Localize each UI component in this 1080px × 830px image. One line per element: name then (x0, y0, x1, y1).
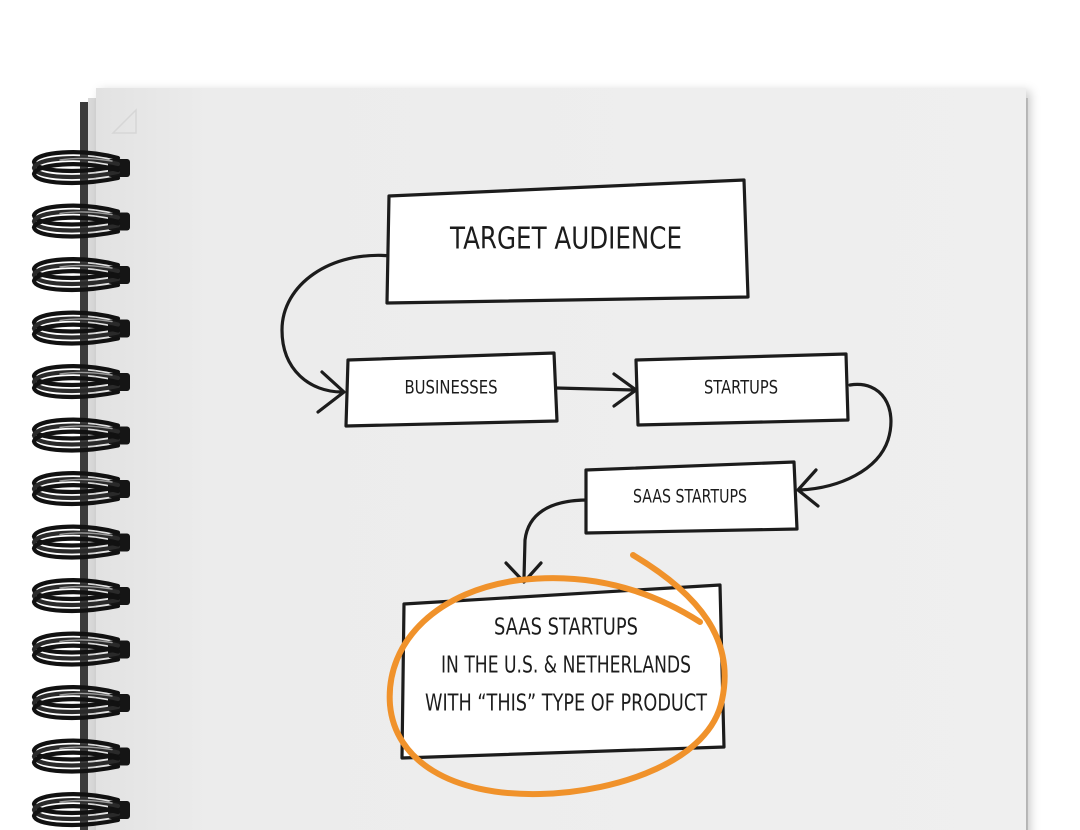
node-startups-label: STARTUPS (704, 377, 778, 399)
node-saas-startups-label: SAAS STARTUPS (633, 486, 747, 508)
node-target-audience-label: TARGET AUDIENCE (449, 222, 682, 257)
spiral-ring (31, 792, 130, 828)
page-corner-fold-icon (111, 108, 137, 134)
node-final-line-2: IN THE U.S. & NETHERLANDS (441, 653, 691, 679)
arrowhead-saas (796, 468, 820, 508)
spiral-ring (31, 471, 130, 507)
node-businesses-label: BUSINESSES (405, 377, 498, 399)
node-final: SAAS STARTUPS IN THE U.S. & NETHERLANDS … (400, 583, 726, 760)
arrow-startups-to-saas (798, 382, 893, 492)
spiral-ring (31, 203, 130, 239)
spiral-ring (31, 364, 130, 400)
arrowhead-businesses (316, 370, 346, 414)
node-final-line-1: SAAS STARTUPS (494, 615, 638, 641)
node-final-line-3: WITH “THIS” TYPE OF PRODUCT (425, 691, 708, 717)
highlight-circle (386, 552, 728, 798)
node-businesses: BUSINESSES (344, 351, 559, 428)
arrow-saas-to-final (522, 498, 590, 580)
node-saas-startups: SAAS STARTUPS (584, 460, 799, 535)
spiral-ring (31, 150, 130, 186)
node-startups: STARTUPS (634, 352, 850, 427)
spiral-ring (31, 257, 130, 293)
arrow-businesses-to-startups (554, 386, 636, 392)
spiral-ring (31, 310, 130, 346)
spiral-ring (31, 738, 130, 774)
spiral-ring (31, 631, 130, 667)
node-target-audience: TARGET AUDIENCE (385, 178, 750, 305)
spiral-ring (31, 417, 130, 453)
spiral-binding-icon (31, 150, 130, 828)
diagram-connectors (280, 253, 893, 584)
spiral-ring (31, 685, 130, 721)
spiral-ring (31, 578, 130, 614)
spiral-ring (31, 524, 130, 560)
arrow-target-to-businesses (280, 253, 394, 394)
